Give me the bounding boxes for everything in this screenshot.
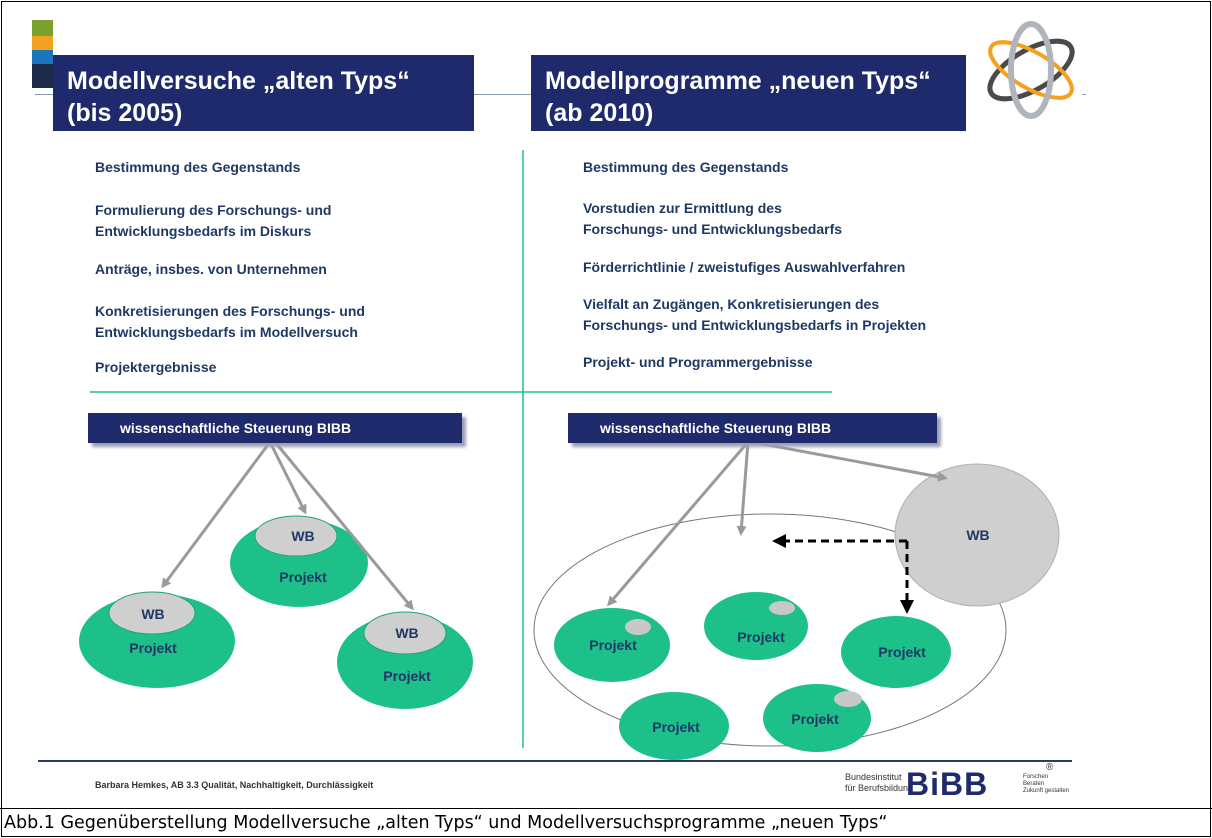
wb-label-right: WB	[966, 527, 989, 543]
bibb-tagline-3: Zukunft gestalten	[1023, 788, 1070, 794]
left-title: Modellversuche „alten Typs“ (bis 2005)	[53, 55, 474, 131]
wb-label-left-right: WB	[395, 625, 418, 641]
program-circle	[533, 513, 1007, 747]
bibb-logo: BiBB	[906, 766, 989, 802]
right-project-1	[554, 608, 670, 682]
right-item-3: Forschungs- und Entwicklungsbedarfs	[583, 221, 843, 237]
atom-logo-icon	[987, 21, 1075, 119]
top-rule-left	[35, 94, 65, 95]
projekt-label-right-5: Projekt	[791, 711, 839, 727]
bibb-tagline: Forschen Beraten Zukunft gestalten	[1023, 774, 1069, 795]
color-bar-dark	[32, 64, 53, 88]
figure-caption: Abb.1 Gegenüberstellung Modellversuche „…	[0, 808, 1212, 838]
right-item-1: Bestimmung des Gegenstands	[583, 159, 789, 175]
right-item-4: Förderrichtlinie / zweistufiges Auswahlv…	[583, 259, 906, 275]
left-project-left	[79, 591, 235, 688]
bibb-tagline-1: Forschen	[1023, 774, 1049, 780]
right-title-line2: (ab 2010)	[545, 99, 654, 127]
projekt-label-left-left: Projekt	[129, 640, 177, 656]
wb-circle-right	[894, 463, 1060, 607]
projekt-label-right-4: Projekt	[652, 719, 700, 735]
steuerung-bar-left: wissenschaftliche Steuerung BIBB	[88, 413, 462, 443]
projekt-label-left-top: Projekt	[279, 569, 327, 585]
right-item-7: Projekt- und Programmergebnisse	[583, 354, 813, 370]
color-bar-green	[32, 20, 53, 36]
left-item-5: Konkretisierungen des Forschungs- und	[95, 303, 365, 319]
footer-author: Barbara Hemkes, AB 3.3 Qualität, Nachhal…	[95, 780, 374, 790]
left-title-line2: (bis 2005)	[67, 99, 183, 127]
right-project-3	[841, 616, 951, 688]
right-project-5	[763, 684, 871, 752]
steuerung-bar-right: wissenschaftliche Steuerung BIBB	[568, 413, 937, 443]
wb-label-left-top: WB	[291, 528, 314, 544]
right-project-2	[704, 592, 808, 660]
projekt-label-right-1: Projekt	[589, 637, 637, 653]
right-item-2: Vorstudien zur Ermittlung des	[583, 200, 782, 216]
right-project-4	[619, 692, 729, 760]
left-item-1: Bestimmung des Gegenstands	[95, 159, 301, 175]
right-item-6: Forschungs- und Entwicklungsbedarfs in P…	[583, 317, 927, 333]
left-item-4: Anträge, insbes. von Unternehmen	[95, 261, 327, 277]
footer-rule	[38, 760, 1072, 762]
bibb-tagline-2: Beraten	[1023, 781, 1045, 787]
left-title-line1: Modellversuche „alten Typs“	[67, 67, 410, 95]
wb-label-left-left: WB	[141, 606, 164, 622]
color-bar-orange	[32, 36, 53, 50]
bibb-registered-mark: ®	[1046, 762, 1054, 773]
left-project-right	[337, 611, 473, 709]
projekt-label-left-right: Projekt	[383, 668, 431, 684]
bibb-institute-line1: Bundesinstitut	[845, 772, 902, 782]
projekt-label-right-3: Projekt	[878, 644, 926, 660]
top-rule-middle	[474, 94, 532, 95]
right-title-line1: Modellprogramme „neuen Typs“	[545, 67, 931, 95]
right-item-5: Vielfalt an Zugängen, Konkretisierungen …	[583, 296, 880, 312]
left-item-2: Formulierung des Forschungs- und	[95, 202, 332, 218]
bibb-institute: Bundesinstitut für Berufsbildung	[845, 772, 913, 794]
model-diagram: WB Projekt WB Projekt WB Projekt WB Proj…	[79, 150, 1060, 760]
left-project-top	[230, 515, 368, 607]
bibb-institute-line2: für Berufsbildung	[845, 783, 914, 793]
left-item-7: Projektergebnisse	[95, 359, 217, 375]
left-item-3: Entwicklungsbedarfs im Diskurs	[95, 223, 312, 239]
top-rule-right	[1082, 94, 1086, 95]
projekt-label-right-2: Projekt	[737, 629, 785, 645]
right-title: Modellprogramme „neuen Typs“ (ab 2010)	[531, 55, 966, 131]
left-item-6: Entwicklungsbedarfs im Modellversuch	[95, 324, 358, 340]
color-bar-blue	[32, 50, 53, 64]
